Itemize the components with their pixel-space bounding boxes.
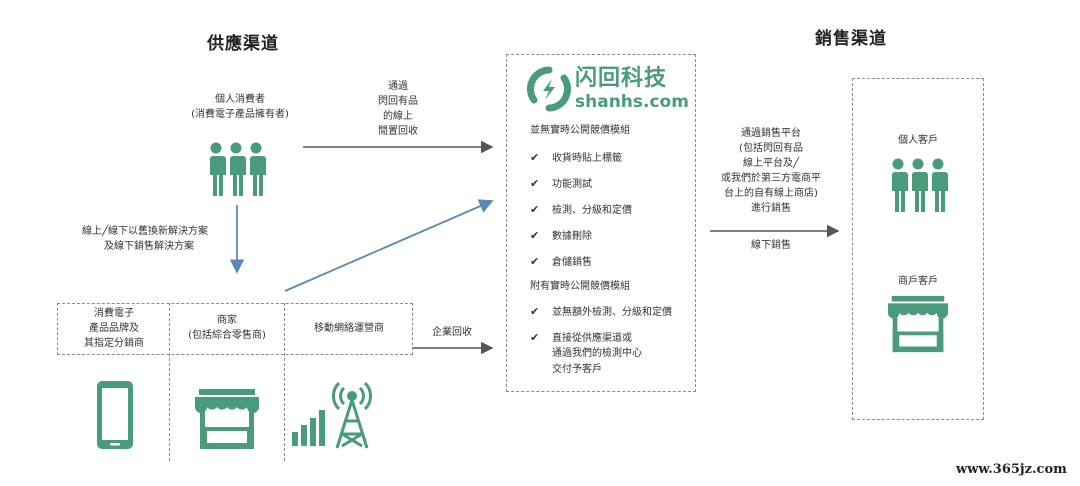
check-icon: ✔ [530,151,540,164]
check-icon: ✔ [530,305,540,318]
online-recycle-label: 通過 閃回有品 的線上 閒置回收 [368,79,428,139]
suppliers-divider [284,303,285,461]
platform-box [506,54,696,392]
brands-label: 消費電子 產品品牌及 其指定分銷商 [60,306,168,351]
online-recycle-line: 的線上 [383,111,413,122]
merchants-label: 商家 (包括綜合零售商) [172,313,282,343]
merchants-line: 商家 [217,315,237,326]
carriers-label: 移動網絡運營商 [287,321,411,336]
check-icon: ✔ [530,229,540,242]
cell-tower-icon [292,381,372,449]
list-item-label: 倉儲銷售 [552,257,592,268]
list-item: ✔ 數據刪除 [530,228,592,243]
sales-platform-line: 線上平台及╱ [742,158,800,169]
online-recycle-line: 閃回有品 [378,96,418,107]
list-item: ✔ 直接從供應渠道或 [530,330,632,345]
online-recycle-line: 通過 [388,81,408,92]
consumer-label: 個人消費者 (消費電子產品擁有者) [180,92,300,122]
list-item-label: 收貨時貼上標籤 [552,153,622,164]
list-item-label: 並無額外檢測、分級和定價 [552,307,672,318]
sales-platform-label: 通過銷售平台 (包括閃回有品 線上平台及╱ 或我們於第三方電商平 台上的自有線上… [706,126,836,216]
list-item-label: 檢測、分級和定價 [552,205,632,216]
tradein-line: 線上╱線下以舊換新解決方案 [82,226,209,237]
logo-brand-cn: 闪回科技 [575,66,668,91]
module-heading-with-bidding: 附有實時公開競價模組 [530,281,630,292]
list-item-label: 直接從供應渠道或 [552,333,632,344]
watermark: www.365jz.com [956,462,1067,477]
suppliers-box [57,303,413,355]
sales-platform-line: (包括閃回有品 [739,143,803,154]
carriers-line: 移動網絡運營商 [314,323,384,334]
check-icon: ✔ [530,331,540,344]
list-item-label: 數據刪除 [552,231,592,242]
sales-platform-line: 進行銷售 [751,203,791,214]
consumer-label-line2: (消費電子產品擁有者) [191,109,289,120]
phone-icon [97,381,133,449]
check-icon: ✔ [530,177,540,190]
supply-channel-heading: 供應渠道 [207,34,279,54]
check-icon: ✔ [530,203,540,216]
platform-modules-list: 並無實時公開競價模組 ✔ 收貨時貼上標籤 ✔ 功能測試 ✔ 檢測、分級和定價 ✔ 數據刪… [530,123,694,383]
online-recycle-line: 閒置回收 [378,126,418,137]
tradein-line: 及線下銷售解決方案 [104,241,194,252]
consumer-label-line1: 個人消費者 [215,94,265,105]
list-item: ✔ 並無額外檢測、分級和定價 [530,304,672,319]
offline-sales-label: 線下銷售 [751,240,791,251]
list-item: ✔ 功能測試 [530,176,592,191]
list-item: ✔ 檢測、分級和定價 [530,202,632,217]
individual-customer-label: 個人客戶 [898,135,938,146]
individual-customer-icon [889,158,948,212]
sales-platform-line: 通過銷售平台 [741,128,801,139]
list-item-label: 功能測試 [552,179,592,190]
sales-platform-line: 或我們於第三方電商平 [721,173,821,184]
logo-brand-en: shanhs.com [575,92,689,112]
suppliers-divider [169,303,170,461]
consumer-people-icon [207,142,266,196]
tradein-solutions-label: 線上╱線下以舊換新解決方案 及線下銷售解決方案 [82,224,208,254]
list-item: ✔ 收貨時貼上標籤 [530,150,622,165]
sales-channel-heading: 銷售渠道 [815,29,887,49]
brands-line: 消費電子 [94,308,134,319]
sales-platform-line: 台上的自有線上商店) [724,188,818,199]
brands-line: 產品品牌及 [89,323,139,334]
store-icon [195,389,259,449]
check-icon: ✔ [530,255,540,268]
list-item: ✔ 倉儲銷售 [530,254,592,269]
shanhs-logo-icon [527,66,571,112]
customers-box [852,78,984,420]
suppliers-to-platform-arrow [284,199,494,292]
brands-line: 其指定分銷商 [84,338,144,349]
list-item-continuation: 交付予客戶 [552,364,602,375]
list-item-continuation: 通過我們的檢測中心 [552,348,642,359]
merchants-line: (包括綜合零售商) [188,330,266,341]
merchant-customer-label: 商戶客戶 [898,276,938,287]
module-heading-no-bidding: 並無實時公開競價模組 [530,125,630,136]
merchant-store-icon [888,295,948,353]
enterprise-recycle-label: 企業回收 [432,327,472,338]
